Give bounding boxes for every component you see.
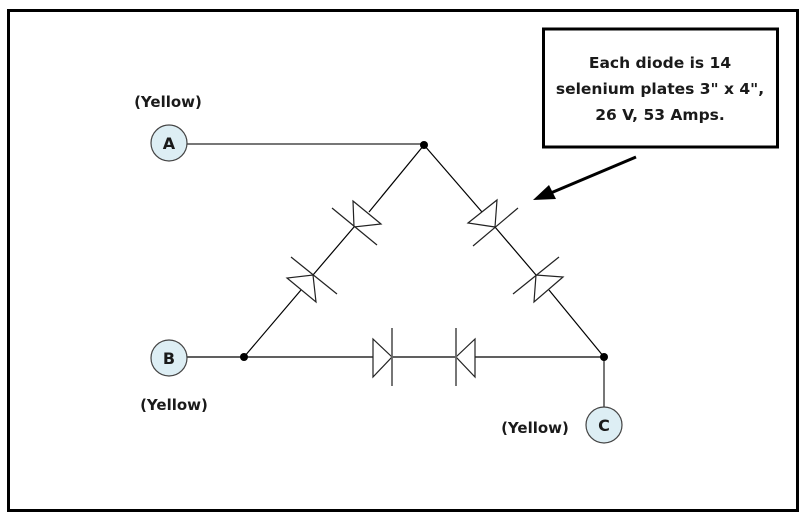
diode-left-lower — [285, 256, 338, 304]
wire-right-edge-mid — [494, 226, 537, 276]
wire-left-edge-lower — [243, 289, 302, 358]
diode-bottom-left — [372, 328, 393, 386]
wire-left-edge-mid — [312, 226, 355, 276]
diodes — [285, 198, 565, 386]
junction-top — [420, 141, 428, 149]
annotation-arrow — [533, 155, 637, 200]
annotation-box: Each diode is 14 selenium plates 3" x 4"… — [542, 27, 779, 149]
terminal-a-color-label: (Yellow) — [134, 93, 202, 111]
terminal-c-color-label: (Yellow) — [501, 419, 569, 437]
terminal-b-letter: B — [163, 349, 175, 368]
junction-b — [240, 353, 248, 361]
annotation-line-2: selenium plates 3" x 4", — [556, 80, 764, 98]
wires — [186, 143, 605, 407]
terminal-a[interactable]: A — [150, 124, 188, 162]
terminal-b-color-label: (Yellow) — [140, 396, 208, 414]
terminal-b[interactable]: B — [150, 339, 188, 377]
wire-right-edge-lower — [548, 289, 605, 358]
arrowhead-icon — [533, 185, 556, 200]
terminal-c-letter: C — [598, 416, 610, 435]
wire-left-edge-upper — [368, 144, 425, 213]
annotation-line-3: 26 V, 53 Amps. — [595, 106, 725, 124]
diode-right-upper — [466, 198, 519, 247]
wire-right-edge-upper — [423, 144, 483, 213]
annotation-line-1: Each diode is 14 — [589, 54, 731, 72]
terminal-a-letter: A — [163, 134, 176, 153]
diode-bottom-right — [455, 328, 476, 386]
junction-c-corner — [600, 353, 608, 361]
terminal-c[interactable]: C — [585, 406, 623, 444]
diode-left-upper — [331, 199, 383, 246]
diode-right-lower — [512, 256, 565, 304]
